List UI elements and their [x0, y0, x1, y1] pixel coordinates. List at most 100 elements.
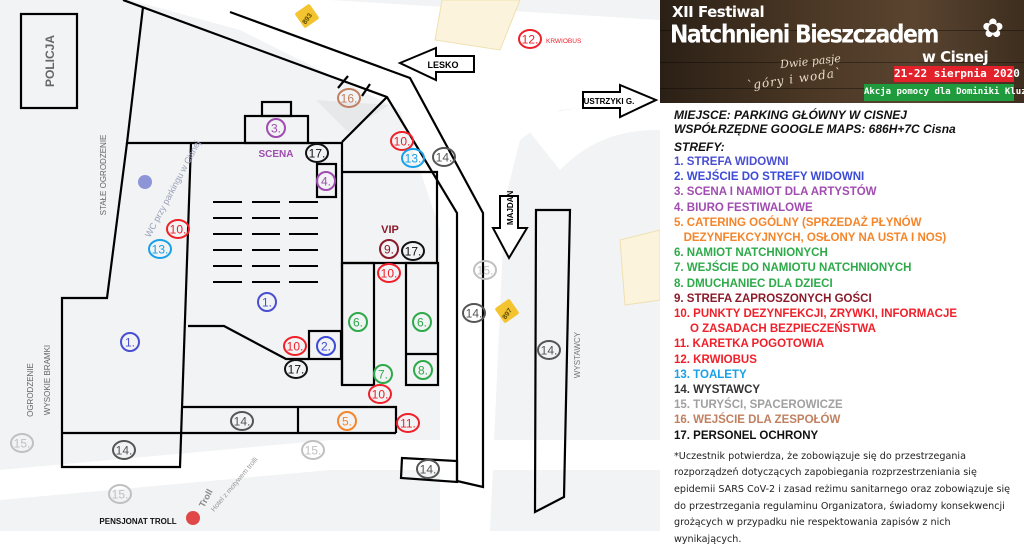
- site-outlines: [19, 0, 572, 514]
- arrow-lesko: LESKO: [397, 46, 475, 82]
- zone-marker: 14.: [537, 340, 561, 360]
- marker-ring: [266, 118, 286, 138]
- legend-item: 15. TURYŚCI, SPACEROWICZE: [674, 399, 843, 412]
- marker-label: 2.: [321, 340, 331, 354]
- marker-ring: [348, 312, 368, 332]
- zone-marker: 13.: [401, 148, 425, 168]
- legend-item: 6. NAMIOT NATCHNIONYCH: [674, 247, 828, 260]
- marker-ring: [148, 239, 172, 259]
- marker-label: 10.: [394, 135, 411, 149]
- marker-ring: [396, 413, 420, 433]
- marker-label: 16.: [341, 92, 358, 106]
- marker-ring: [368, 384, 392, 404]
- zone-marker: 10.: [283, 336, 307, 356]
- marker-ring: [301, 440, 325, 460]
- marker-ring: [316, 336, 336, 356]
- zone-marker: 10.: [390, 131, 414, 151]
- zone-marker: 11.: [396, 413, 420, 433]
- zone-marker: 14.: [112, 440, 136, 460]
- marker-label: 5.: [342, 415, 352, 429]
- marker-label: 15.: [477, 264, 494, 278]
- marker-label: 15.: [14, 437, 31, 451]
- zone-marker: 17.: [284, 359, 308, 379]
- marker-label: 11.: [400, 417, 416, 431]
- gates-label: WYSOKIE BRAMKI: [43, 345, 52, 415]
- marker-label: 9.: [384, 243, 394, 257]
- legend-item: 5. CATERING OGÓLNY (SPRZEDAŻ PŁYNÓW DEZY…: [674, 216, 947, 245]
- zone-marker: 14.: [462, 303, 486, 323]
- marker-label: 13.: [152, 243, 169, 257]
- zone-marker: 15.: [301, 440, 325, 460]
- svg-text:LESKO: LESKO: [427, 60, 458, 70]
- marker-label: 17.: [309, 147, 326, 161]
- marker-label: 14.: [116, 444, 133, 458]
- zone-marker: 1.: [257, 292, 277, 312]
- legend-item: 9. STREFA ZAPROSZONYCH GOŚCI: [674, 292, 872, 305]
- marker-ring: [401, 148, 425, 168]
- zone-marker: 8.: [413, 360, 433, 380]
- marker-label: 13.: [405, 152, 422, 166]
- zone-marker: 14.: [432, 147, 456, 167]
- zone-marker: 10.: [377, 263, 401, 283]
- zone-marker: 3.: [266, 118, 286, 138]
- marker-label: 10.: [372, 388, 389, 402]
- legend-zones-title: STREFY:: [674, 140, 725, 154]
- marker-label: 14.: [420, 463, 437, 477]
- legend-coords: WSPÓŁRZĘDNE GOOGLE MAPS: 686H+7C Cisna: [674, 122, 956, 136]
- arrow-majdan: MAJDAN: [491, 191, 529, 261]
- zone-marker: 15.: [10, 433, 34, 453]
- marker-label: 6.: [353, 316, 363, 330]
- marker-ring: [284, 359, 308, 379]
- legend-item: 10. PUNKTY DEZYNFEKCJI, ZRYWKI, INFORMAC…: [674, 308, 958, 336]
- festival-site-map: LESKO USTRZYKI G. MAJDAN 893 897 POLICJA…: [0, 0, 661, 531]
- legend-item: 3. SCENA I NAMIOT DLA ARTYSTÓW: [674, 186, 877, 199]
- cupid-logo-icon: ✿: [982, 13, 1004, 43]
- marker-label: 14.: [466, 307, 483, 321]
- marker-label: 7.: [378, 368, 388, 382]
- pensjonat-label: PENSJONAT TROLL: [99, 517, 176, 526]
- legend-item: 11. KARETKA POGOTOWIA: [674, 338, 825, 351]
- road-sign-893: 893: [295, 4, 319, 28]
- marker-label: 17.: [288, 363, 305, 377]
- zone-marker: 17.: [305, 143, 329, 163]
- svg-text:USTRZYKI G.: USTRZYKI G.: [584, 97, 635, 106]
- banner-title: Natchnieni Bieszczadem: [670, 20, 939, 50]
- marker-ring: [412, 312, 432, 332]
- zone-marker: 1.: [120, 332, 140, 352]
- zone-marker: 17.: [401, 241, 425, 261]
- banner-charity: Akcja pomocy dla Dominiki Kluz: [864, 84, 1024, 101]
- marker-ring: [416, 459, 440, 479]
- marker-label: 4.: [321, 175, 331, 189]
- marker-ring: [337, 88, 361, 108]
- marker-ring: [283, 336, 307, 356]
- marker-ring: [112, 440, 136, 460]
- marker-label: 14.: [541, 344, 558, 358]
- fence-permanent-label: STAŁE OGRODZENIE: [99, 135, 108, 216]
- zone-marker: 5.: [337, 411, 357, 431]
- zone-marker: 14.: [416, 459, 440, 479]
- marker-ring: [316, 171, 336, 191]
- marker-label: 15.: [112, 488, 129, 502]
- zone-marker: 13.: [148, 239, 172, 259]
- marker-ring: [377, 263, 401, 283]
- legend-item: 2. WEJŚCIE DO STREFY WIDOWNI: [674, 171, 865, 184]
- legend-item: 17. PERSONEL OCHRONY: [674, 429, 819, 442]
- marker-ring: [166, 219, 190, 239]
- legend-item: 7. WEJŚCIE DO NAMIOTU NATCHNIONYCH: [674, 262, 912, 275]
- zone-marker: 15.: [473, 260, 497, 280]
- marker-label: 10.: [381, 267, 398, 281]
- legend-item: 14. WYSTAWCY: [674, 384, 761, 397]
- zone-markers: 1.1.2.3.4.5.6.6.7.8.9.10.10.10.10.10.11.…: [10, 29, 561, 504]
- legend-disclaimer: *Uczestnik potwierdza, że zobowiązuje si…: [674, 450, 1011, 545]
- map-canvas: LESKO USTRZYKI G. MAJDAN 893 897 POLICJA…: [0, 0, 661, 531]
- legend-item: 4. BIURO FESTIWALOWE: [674, 201, 813, 214]
- zone-marker: 12.: [518, 29, 542, 49]
- svg-text:MAJDAN: MAJDAN: [506, 191, 515, 225]
- festival-banner: XII Festiwal Natchnieni Bieszczadem w Ci…: [660, 0, 1024, 103]
- zone-marker: 16.: [337, 88, 361, 108]
- marker-ring: [413, 360, 433, 380]
- exhibitors-label: WYSTAWCY: [573, 331, 582, 378]
- marker-ring: [108, 484, 132, 504]
- marker-label: 1.: [262, 296, 272, 310]
